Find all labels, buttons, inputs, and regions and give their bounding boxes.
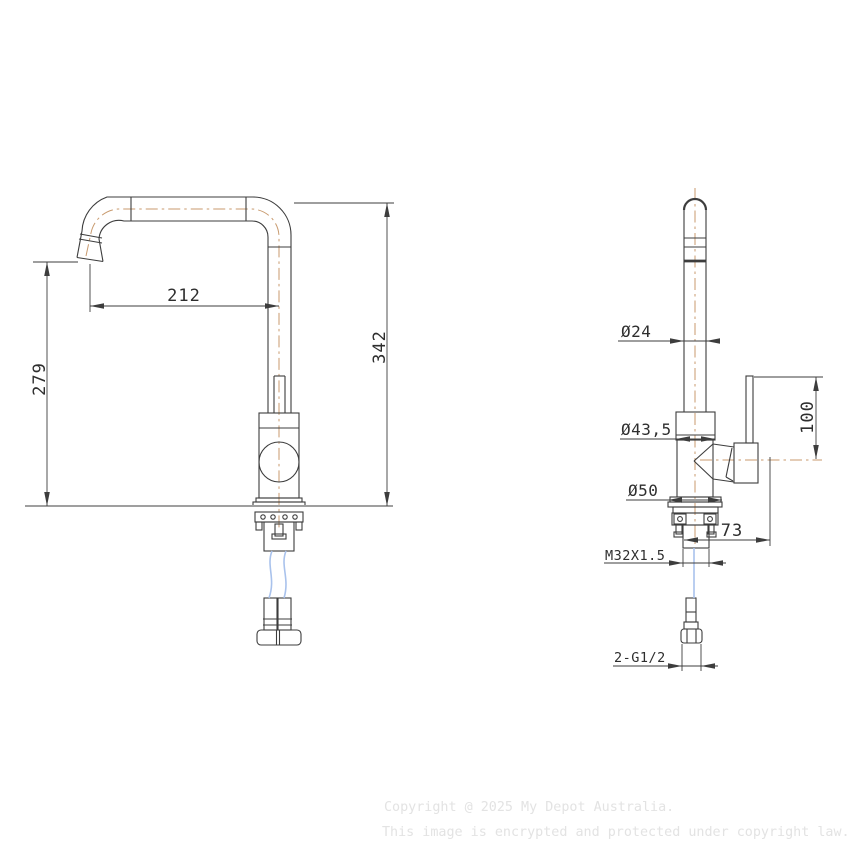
dimension-overall-height: 342 xyxy=(294,202,394,506)
dim-label-body-diameter: Ø43,5 xyxy=(621,420,672,439)
dimension-handle-reach: 73 xyxy=(684,457,771,546)
dimension-outlet-height: 279 xyxy=(30,261,78,506)
watermark-line2: This image is encrypted and protected un… xyxy=(382,825,850,840)
dim-label-spout-reach: 212 xyxy=(167,286,201,306)
handle-joint-circle xyxy=(258,441,300,483)
dim-label-flange-diameter: Ø50 xyxy=(628,481,658,500)
dimension-body-diameter: Ø43,5 xyxy=(620,420,715,442)
dimension-handle-height: 100 xyxy=(754,376,823,459)
hose-left xyxy=(268,550,273,599)
watermark-line1: Copyright @ 2025 My Depot Australia. xyxy=(384,800,674,815)
front-view: Ø24 Ø43,5 Ø50 100 xyxy=(604,188,823,671)
dimension-mounting-thread: M32X1.5 xyxy=(604,548,726,567)
dim-label-inlet-thread: 2-G1/2 xyxy=(614,650,666,666)
dimension-spout-diameter: Ø24 xyxy=(618,322,720,344)
side-view-faucet-outline xyxy=(76,196,306,646)
hose-right xyxy=(283,550,287,599)
dimension-spout-reach: 212 xyxy=(89,264,279,312)
dim-label-overall-height: 342 xyxy=(370,330,390,364)
dimension-flange-diameter: Ø50 xyxy=(626,481,722,503)
watermark: Copyright @ 2025 My Depot Australia. Thi… xyxy=(382,800,850,840)
dim-label-handle-reach: 73 xyxy=(721,521,743,541)
dim-label-handle-height: 100 xyxy=(798,400,818,434)
front-view-faucet-outline xyxy=(667,197,759,644)
handle-lever xyxy=(745,375,754,444)
dim-label-outlet-height: 279 xyxy=(30,362,50,396)
dim-label-spout-diameter: Ø24 xyxy=(621,322,651,341)
side-view: 212 342 279 xyxy=(25,196,394,646)
dim-label-mounting-thread: M32X1.5 xyxy=(605,548,665,564)
side-view-centerline xyxy=(85,208,280,531)
dimension-inlet-thread: 2-G1/2 xyxy=(613,644,718,671)
